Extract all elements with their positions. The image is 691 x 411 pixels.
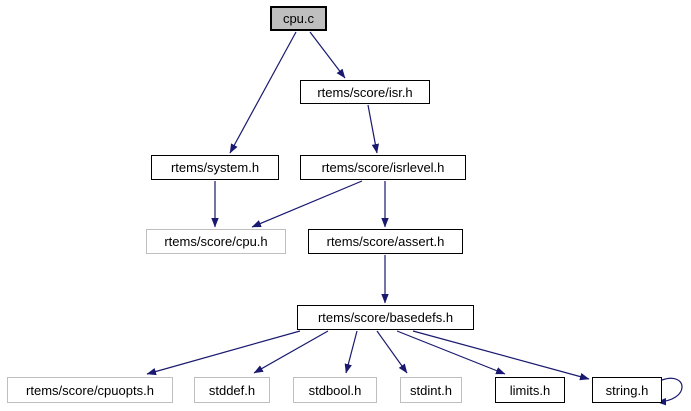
node-cpu_c: cpu.c [270, 6, 327, 31]
node-label-cpuopts: rtems/score/cpuopts.h [26, 382, 154, 398]
node-cpuopts: rtems/score/cpuopts.h [7, 377, 173, 403]
edge-basedefs-to-stdint [376, 330, 408, 374]
node-limits[interactable]: limits.h [495, 377, 565, 403]
node-label-isrlevel: rtems/score/isrlevel.h [321, 160, 445, 175]
node-system[interactable]: rtems/system.h [151, 155, 279, 180]
node-stdbool: stdbool.h [293, 377, 377, 403]
node-label-limits: limits.h [509, 382, 551, 398]
node-stddef: stddef.h [194, 377, 270, 403]
node-label-stdint: stdint.h [410, 382, 452, 398]
node-cpu_h: rtems/score/cpu.h [146, 229, 286, 254]
node-label-cpu_c: cpu.c [282, 11, 315, 26]
edge-basedefs-to-stddef [253, 330, 329, 374]
edge-basedefs-to-limits [396, 330, 506, 375]
node-label-cpu_h: rtems/score/cpu.h [164, 234, 268, 249]
node-assert[interactable]: rtems/score/assert.h [308, 229, 463, 254]
node-label-basedefs: rtems/score/basedefs.h [317, 310, 454, 325]
node-label-string: string.h [605, 382, 649, 398]
node-label-stddef: stddef.h [208, 382, 256, 398]
edge-cpu_c-to-isr [309, 31, 346, 79]
edge-basedefs-to-string [412, 330, 590, 381]
edge-isrlevel-to-cpu_h [251, 180, 363, 228]
node-basedefs[interactable]: rtems/score/basedefs.h [297, 305, 474, 330]
node-label-stdbool: stdbool.h [308, 382, 362, 398]
node-label-isr: rtems/score/isr.h [317, 84, 413, 100]
edge-cpu_c-to-system [229, 31, 297, 154]
node-string[interactable]: string.h [592, 377, 662, 403]
edge-isr-to-isrlevel [367, 104, 379, 154]
edge-basedefs-to-cpuopts [146, 330, 301, 376]
edge-basedefs-to-stdbool [344, 330, 358, 374]
node-isr[interactable]: rtems/score/isr.h [300, 80, 430, 104]
node-stdint: stdint.h [400, 377, 462, 403]
node-isrlevel[interactable]: rtems/score/isrlevel.h [300, 155, 466, 180]
node-label-system: rtems/system.h [170, 160, 260, 175]
node-label-assert: rtems/score/assert.h [326, 234, 445, 249]
